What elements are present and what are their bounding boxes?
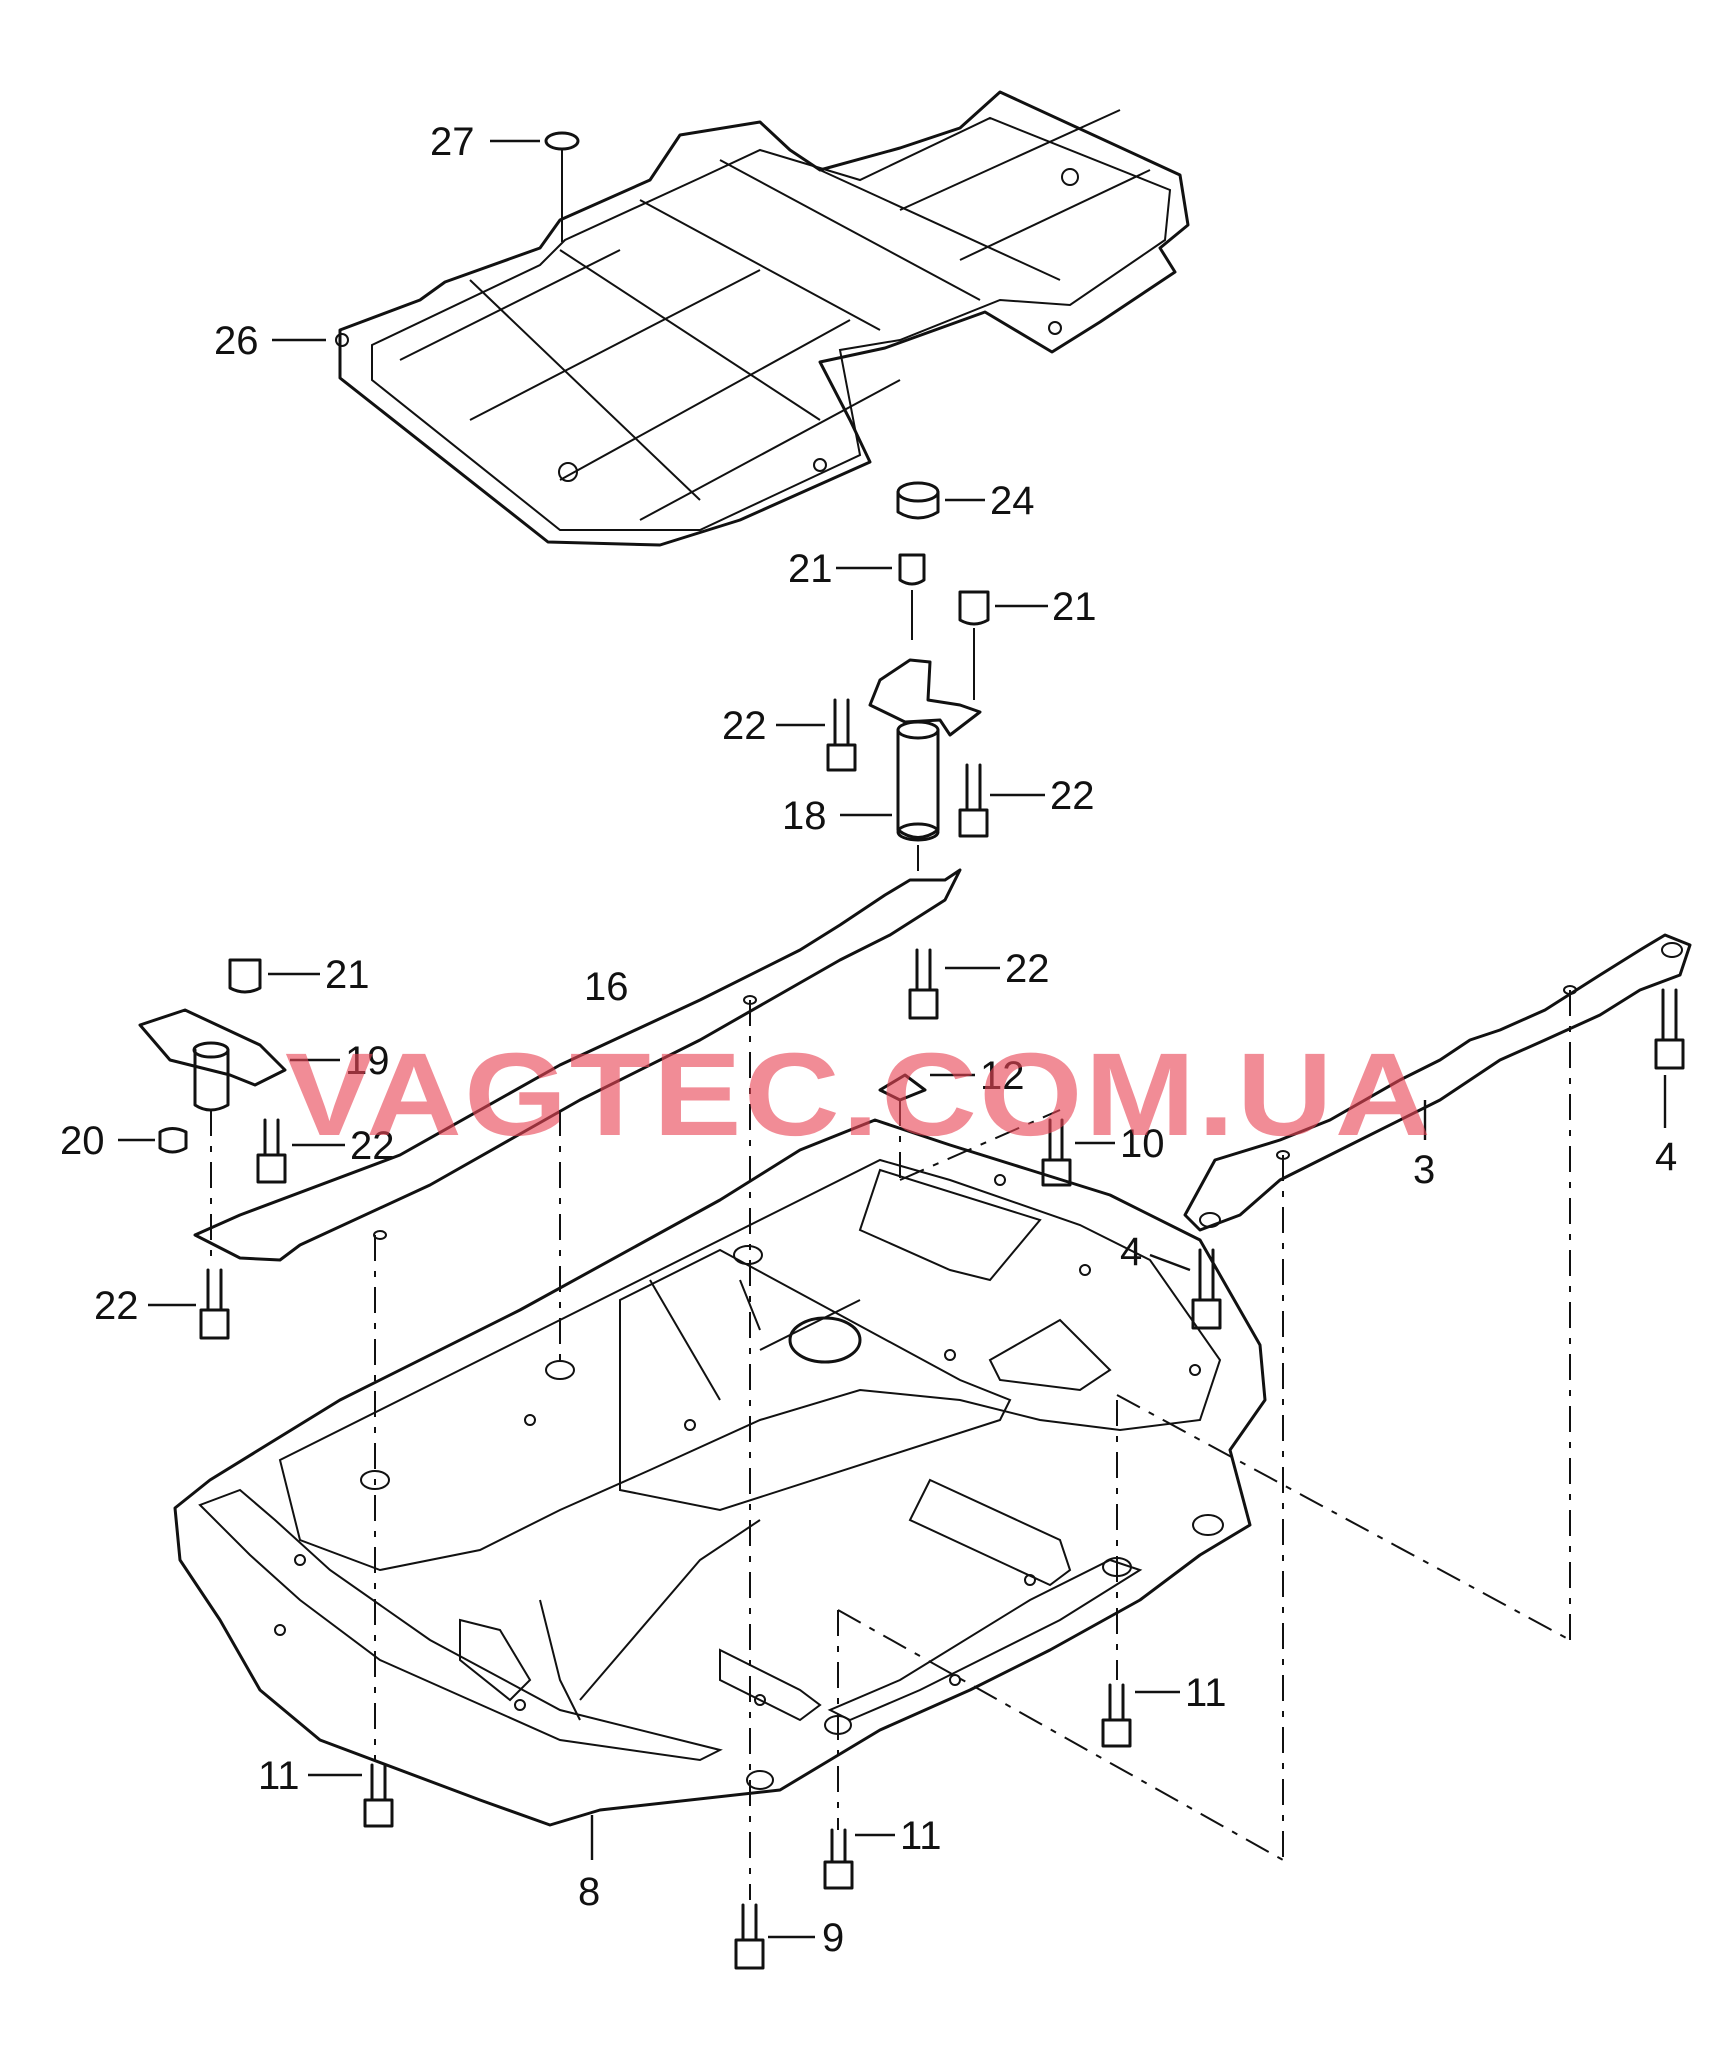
callout-22-top-right: 22: [1050, 774, 1095, 818]
part-21-nut-right: [958, 590, 990, 700]
callout-4-right: 4: [1655, 1135, 1677, 1179]
part-27-clip: [544, 131, 580, 242]
callout-16: 16: [584, 965, 629, 1009]
callout-27: 27: [430, 120, 475, 164]
part-22-bolt-b: [958, 763, 989, 838]
leader-lines: [118, 139, 1667, 1939]
part-26-insulation-mat: [335, 90, 1190, 547]
part-22-bolt-c: [908, 948, 939, 1020]
part-21-nut-left: [228, 958, 262, 994]
part-11-bolt-center: [823, 1828, 854, 1890]
callout-22-top-left: 22: [722, 704, 767, 748]
part-11-bolt-right: [1101, 1683, 1132, 1748]
part-18-mount-bracket: [868, 658, 982, 842]
callout-22-bottom-left: 22: [94, 1284, 139, 1328]
part-22-bolt-e: [199, 1268, 230, 1340]
callout-21-left: 21: [325, 953, 370, 997]
part-12-clip: [878, 1073, 927, 1102]
part-22-bolt-d: [256, 1118, 287, 1184]
callout-24: 24: [990, 479, 1035, 523]
watermark-text: VAGTEC.COM.UA: [285, 1029, 1433, 1161]
alignment-lines: [210, 845, 1571, 1900]
callout-10: 10: [1120, 1122, 1165, 1166]
callout-11-center: 11: [900, 1814, 942, 1858]
callout-9: 9: [822, 1916, 844, 1960]
part-4-bolt-right: [1654, 988, 1685, 1070]
part-19-bushing-bracket: [138, 1008, 287, 1112]
callout-21-right: 21: [1052, 585, 1097, 629]
part-8-underbody-shield: [173, 1118, 1267, 1827]
callout-labels: 27 26 24 21 21 22 22 18 22 16 21 19 20 2…: [60, 120, 1677, 1960]
callout-8: 8: [578, 1870, 600, 1914]
part-24-cap: [896, 481, 940, 520]
callout-3: 3: [1413, 1148, 1435, 1192]
part-20-nut: [158, 1127, 188, 1154]
callout-22-mid: 22: [1005, 947, 1050, 991]
callout-19: 19: [345, 1039, 390, 1083]
callout-21-center: 21: [788, 547, 833, 591]
part-21-nut-center: [898, 553, 926, 640]
callout-18: 18: [782, 794, 827, 838]
callout-12: 12: [980, 1054, 1025, 1098]
part-4-bolt-left: [1191, 1248, 1222, 1330]
callout-26: 26: [214, 319, 259, 363]
callout-11-left: 11: [258, 1754, 300, 1798]
part-10-screw: [1041, 1118, 1072, 1187]
part-9-bolt: [734, 1903, 765, 1970]
part-22-bolt-a: [826, 698, 857, 772]
callout-4-left: 4: [1120, 1230, 1142, 1274]
callout-22-left: 22: [350, 1124, 395, 1168]
part-11-bolt-left: [363, 1763, 394, 1828]
callout-20: 20: [60, 1119, 105, 1163]
callout-11-right: 11: [1185, 1671, 1227, 1715]
